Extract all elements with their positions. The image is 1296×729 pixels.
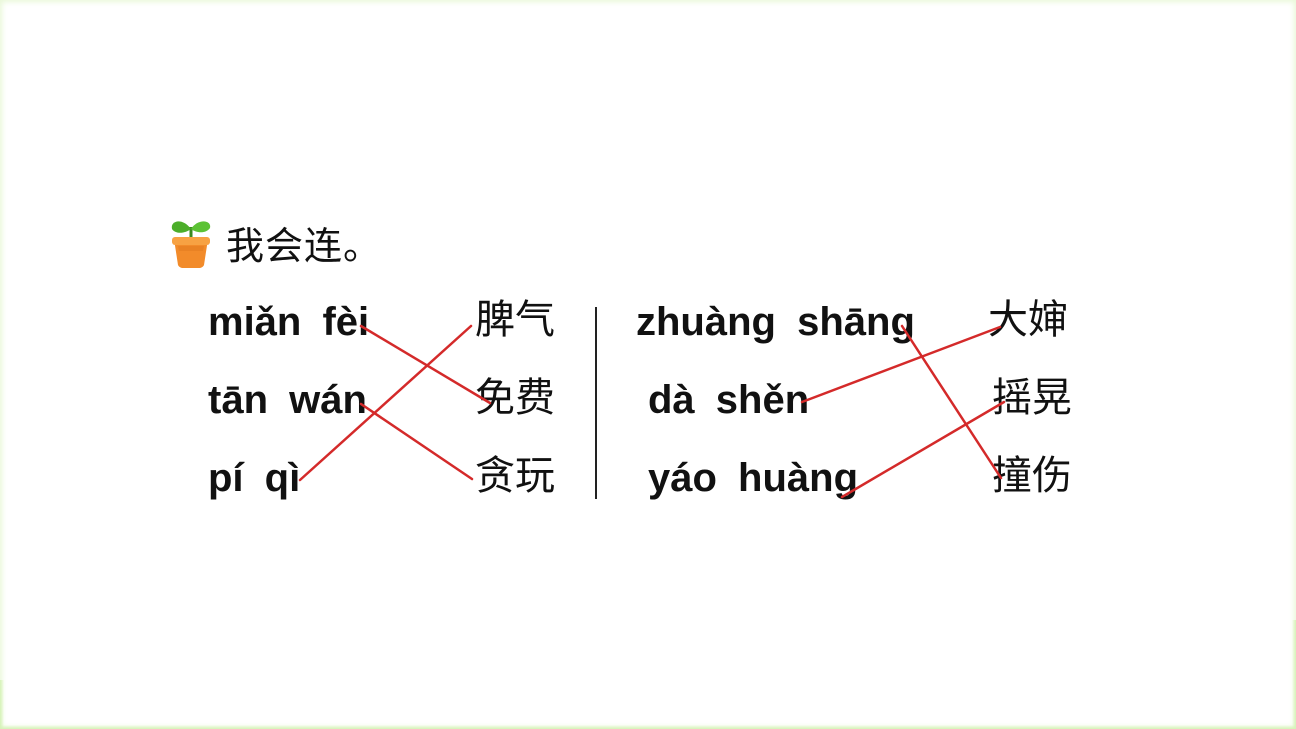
connection-line — [840, 400, 1006, 499]
pinyin-item[interactable]: tān wán — [208, 378, 367, 422]
frame-edge-right — [1292, 620, 1296, 729]
word-item[interactable]: 撞伤 — [992, 453, 1072, 499]
connection-line — [359, 324, 492, 405]
exercise-heading: 我会连。 — [168, 214, 382, 270]
connection-line — [298, 324, 473, 482]
pinyin-item[interactable]: miǎn fèi — [208, 300, 370, 344]
pinyin-item[interactable]: dà shěn — [648, 378, 810, 422]
word-item[interactable]: 大婶 — [988, 297, 1068, 343]
connection-line — [900, 324, 1003, 480]
word-item[interactable]: 贪玩 — [475, 453, 555, 499]
connection-line — [800, 325, 1002, 404]
group-divider — [595, 307, 597, 499]
frame-edge-bottom — [0, 725, 1296, 729]
heading-text: 我会连。 — [226, 223, 383, 268]
sprout-pot-icon — [171, 221, 211, 268]
word-item[interactable]: 免费 — [475, 375, 555, 421]
pinyin-item[interactable]: zhuàng shāng — [636, 300, 915, 344]
pinyin-item[interactable]: pí qì — [208, 456, 301, 500]
word-item[interactable]: 脾气 — [475, 297, 555, 343]
word-item[interactable]: 摇晃 — [992, 375, 1072, 421]
frame-edge-left — [0, 680, 4, 729]
pinyin-item[interactable]: yáo huàng — [648, 456, 859, 500]
connection-line — [359, 402, 474, 481]
